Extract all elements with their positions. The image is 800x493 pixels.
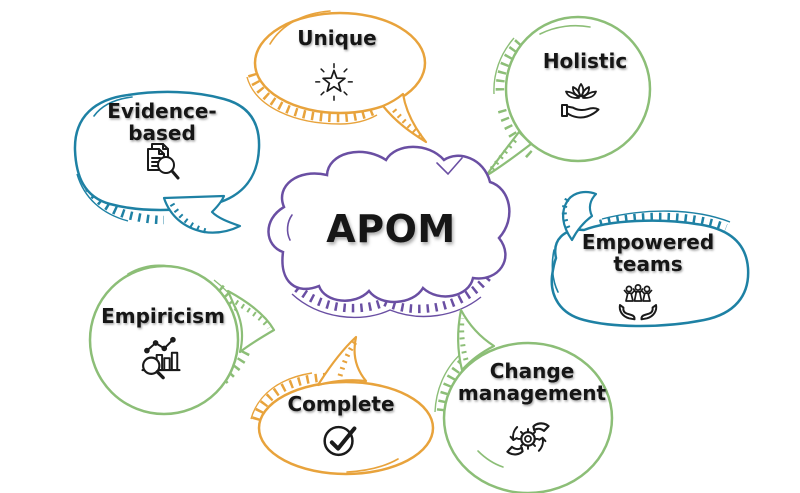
apom-cloud-outline — [267, 145, 511, 304]
empowered-teams-label-line2: teams — [613, 252, 683, 276]
holistic-label: Holistic — [542, 49, 628, 73]
check-circle-icon — [323, 425, 357, 457]
change-management-label-line1: Change — [489, 359, 575, 383]
evidence-based-label: Evidence- based — [107, 100, 216, 144]
empiricism-bubble — [88, 264, 276, 416]
lotus-hand-icon — [561, 83, 600, 119]
evidence-based-label-line1: Evidence- — [107, 99, 217, 123]
gear-hands-icon — [506, 422, 550, 456]
change-management-label: Change management — [458, 360, 606, 404]
star-icon — [315, 62, 353, 101]
unique-label: Unique — [297, 26, 377, 50]
hands-holding-team-icon — [618, 284, 658, 321]
empowered-teams-bubble-outline — [550, 219, 750, 328]
evidence-based-label-line2: based — [128, 121, 196, 145]
empowered-teams-label-line1: Empowered — [581, 230, 715, 254]
change-management-label-line2: management — [457, 381, 607, 405]
document-magnifier-icon — [147, 143, 180, 180]
empowered-teams-bubble — [550, 190, 750, 328]
unique-bubble — [246, 10, 428, 144]
empowered-teams-label: Empowered teams — [582, 231, 714, 275]
empiricism-label: Empiricism — [101, 304, 225, 328]
unique-bubble-outline — [253, 11, 427, 115]
apom-cloud — [267, 145, 511, 319]
chart-magnifier-icon — [141, 336, 181, 380]
apom-title: APOM — [326, 207, 456, 251]
complete-label: Complete — [287, 392, 395, 416]
change-management-bubble-outline — [442, 341, 614, 493]
change-management-bubble — [434, 308, 614, 493]
